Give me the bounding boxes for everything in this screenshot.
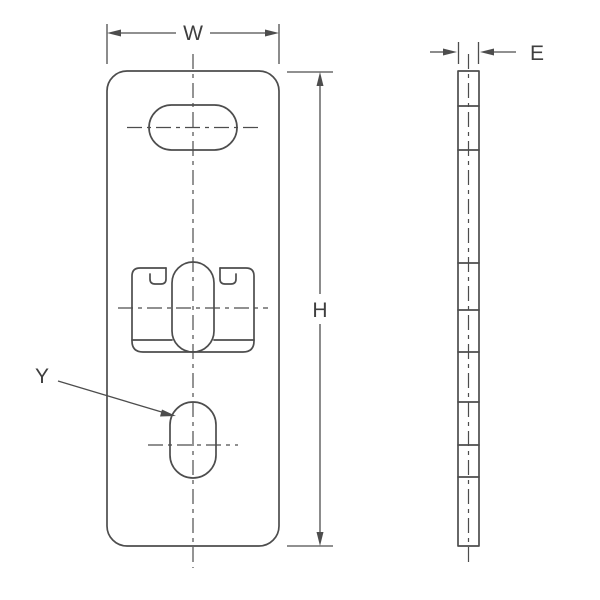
slot-callout-leader — [57, 380, 166, 414]
middle-clip-feature — [118, 261, 268, 353]
height-dimension: H — [287, 71, 333, 547]
h-arrow-top — [316, 72, 324, 86]
slot-callout-label: Y — [35, 365, 49, 388]
front-view — [106, 54, 280, 568]
e-arrow-left — [443, 48, 457, 56]
height-label: H — [312, 299, 327, 322]
w-arrow-left — [107, 29, 121, 37]
clip-center-tab — [171, 261, 215, 353]
h-arrow-bottom — [316, 532, 324, 546]
thickness-dimension: E — [430, 42, 544, 65]
w-arrow-right — [265, 29, 279, 37]
clip-left-hook — [149, 267, 167, 285]
side-view — [457, 54, 480, 564]
e-arrow-right — [480, 48, 494, 56]
width-dimension: W — [106, 22, 280, 64]
side-profile-outline — [457, 70, 480, 547]
slot-callout-arrow — [160, 409, 176, 417]
bottom-slot — [169, 401, 217, 479]
slot-callout: Y — [35, 365, 176, 417]
clip-right-hook — [219, 267, 237, 285]
plate-outline — [106, 70, 280, 547]
thickness-label: E — [530, 42, 544, 65]
width-label: W — [183, 22, 203, 45]
